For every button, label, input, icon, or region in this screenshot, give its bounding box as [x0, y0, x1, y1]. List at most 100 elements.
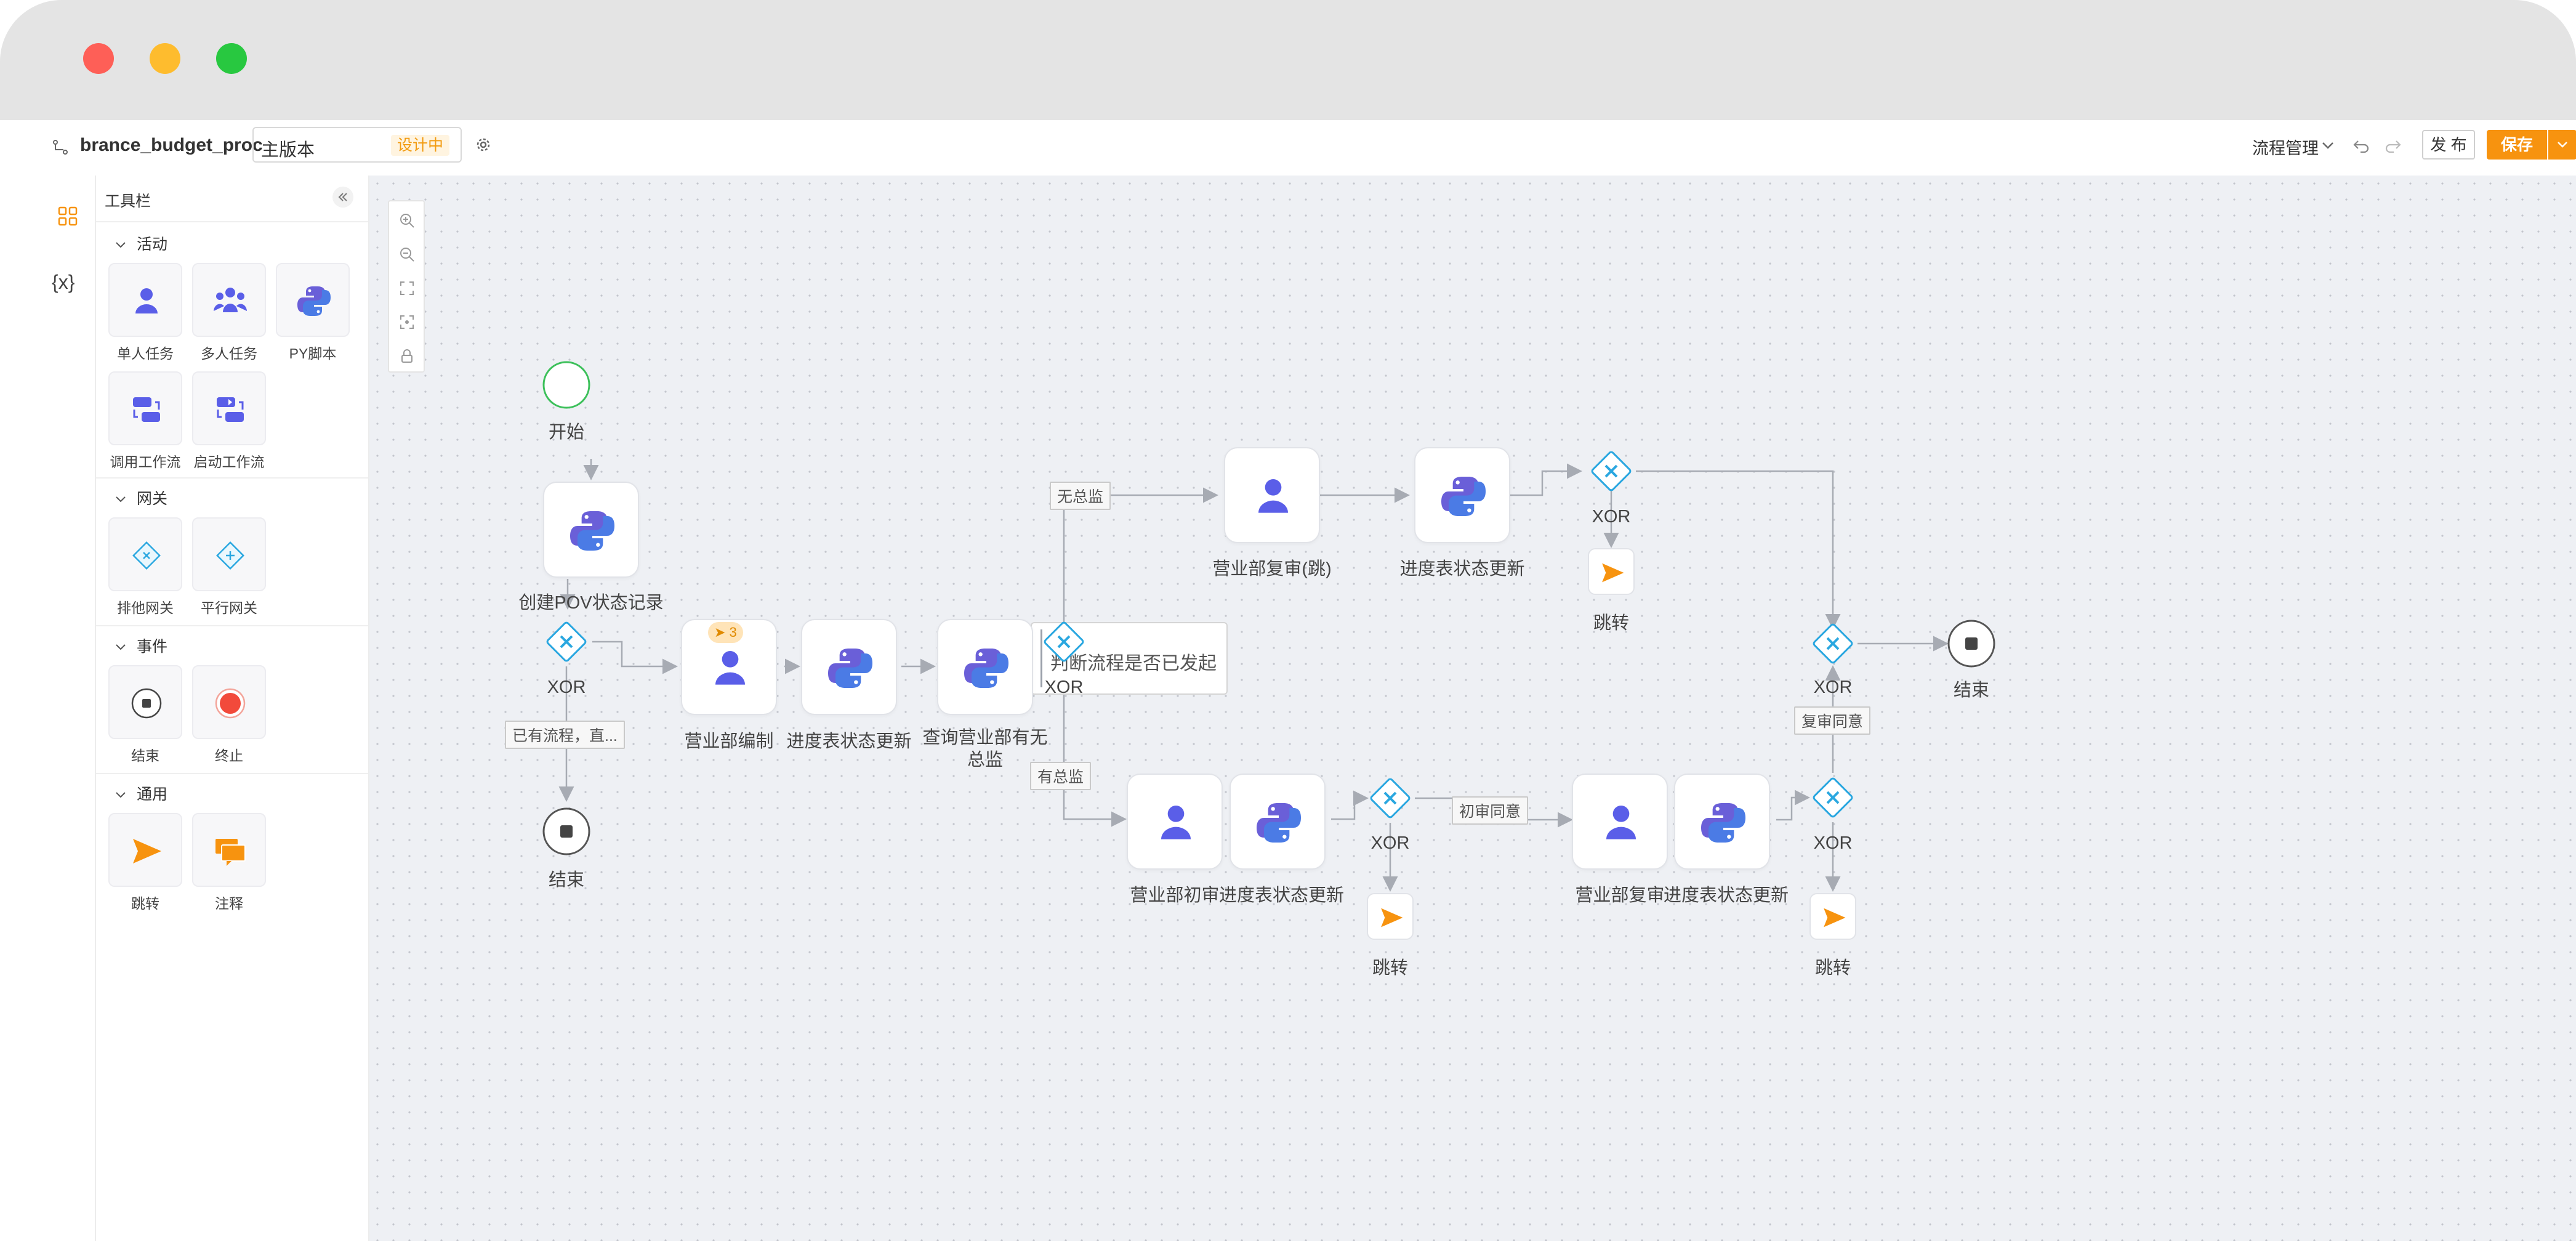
end-label: 结束 [548, 870, 584, 890]
left-rail: {x} [42, 176, 96, 1241]
section-event[interactable]: 事件 [115, 634, 167, 657]
node-progress-update-1[interactable] [801, 619, 897, 715]
chevron-down-icon [116, 792, 126, 798]
edge-label-first-agree[interactable]: 初审同意 [1452, 796, 1529, 825]
grid-icon[interactable] [57, 205, 79, 227]
xor-label: XOR [1044, 677, 1084, 697]
task-count-badge: ➤ 3 [708, 622, 743, 643]
section-activity-label: 活动 [137, 236, 168, 253]
terminate-icon [215, 688, 246, 719]
undo-icon[interactable] [2352, 136, 2370, 155]
tool-end-event[interactable] [108, 665, 182, 739]
section-common[interactable]: 通用 [115, 782, 167, 804]
toolbox-title: 工具栏 [105, 193, 151, 210]
xor-gateway-icon[interactable] [542, 617, 591, 666]
tool-jump-label: 跳转 [131, 895, 159, 912]
flow-canvas[interactable]: 开始 创建POV状态记录 判断流程是否已发起 XOR 已有流程，直... 结束 … [369, 176, 2576, 1241]
version-status-badge: 设计中 [390, 135, 449, 156]
end-label: 结束 [1953, 681, 1989, 700]
minimize-window-button[interactable] [150, 43, 180, 74]
close-window-button[interactable] [83, 43, 114, 74]
start-flow-icon [217, 397, 244, 422]
python-icon [297, 286, 331, 316]
redo-icon[interactable] [2384, 136, 2402, 155]
jump-node[interactable] [1588, 548, 1635, 595]
tool-call-flow[interactable] [108, 371, 182, 445]
jump-label: 跳转 [1593, 613, 1629, 633]
fit-view-icon[interactable] [398, 279, 416, 297]
end-event-icon[interactable] [1947, 619, 1996, 668]
user-icon [1606, 806, 1636, 839]
save-button[interactable]: 保存 [2487, 130, 2547, 160]
node-dept-compile-label: 营业部编制 [684, 732, 774, 751]
version-select[interactable]: 主版本 设计中 [252, 127, 462, 163]
tool-single-task[interactable] [108, 263, 182, 337]
tool-exclusive-gateway[interactable] [108, 517, 182, 591]
node-dept-first-review-label: 营业部初审 [1130, 886, 1220, 905]
parallel-gateway-icon [216, 541, 244, 570]
save-dropdown-button[interactable] [2548, 130, 2576, 160]
jump-icon [1824, 908, 1846, 928]
edge-label-re-agree[interactable]: 复审同意 [1794, 706, 1871, 735]
python-icon [1701, 803, 1745, 843]
process-management-menu[interactable]: 流程管理 [2252, 139, 2319, 158]
edge-label-existing[interactable]: 已有流程，直... [505, 721, 625, 749]
section-gateway[interactable]: 网关 [115, 487, 167, 509]
jump-node[interactable] [1809, 893, 1856, 940]
start-event-icon[interactable] [542, 360, 591, 410]
node-progress-update-4[interactable] [1674, 774, 1770, 870]
tool-terminate-event-label: 终止 [215, 748, 243, 764]
jump-node[interactable] [1367, 893, 1414, 940]
tool-jump[interactable] [108, 813, 182, 887]
publish-button[interactable]: 发 布 [2422, 130, 2475, 160]
node-create-record-label: 创建POV状态记录 [518, 593, 664, 613]
xor-gateway-icon[interactable] [1808, 619, 1858, 668]
jump-icon [133, 839, 161, 863]
xor-label: XOR [547, 677, 586, 697]
chevron-down-icon [116, 644, 126, 650]
tool-comment[interactable] [192, 813, 266, 887]
python-icon [1257, 803, 1301, 843]
version-value: 主版本 [261, 140, 315, 160]
node-query-director[interactable] [937, 619, 1033, 715]
chevron-down-icon[interactable] [2320, 137, 2336, 153]
flow-icon [53, 140, 68, 155]
edge-label-no-director[interactable]: 无总监 [1050, 482, 1111, 510]
actual-size-icon[interactable] [398, 313, 416, 331]
xor-gateway-icon[interactable] [1808, 773, 1858, 822]
node-query-director-label: 查询营业部有无总监 [922, 728, 1048, 770]
python-icon [828, 649, 872, 688]
xor-gateway-icon[interactable] [1039, 617, 1089, 666]
tool-start-flow[interactable] [192, 371, 266, 445]
python-icon [964, 649, 1008, 688]
tool-parallel-gateway[interactable] [192, 517, 266, 591]
variable-icon[interactable]: {x} [52, 271, 75, 293]
jump-icon [1381, 908, 1403, 928]
tool-terminate-event[interactable] [192, 665, 266, 739]
node-progress-update-3[interactable] [1230, 774, 1326, 870]
node-dept-re-review[interactable] [1572, 774, 1668, 870]
chevron-down-icon [2558, 142, 2567, 148]
edge-label-has-director[interactable]: 有总监 [1030, 762, 1092, 790]
node-progress-update-2-label: 进度表状态更新 [1399, 559, 1525, 579]
tool-py-script-label: PY脚本 [289, 346, 337, 362]
node-progress-update-1-label: 进度表状态更新 [786, 732, 912, 751]
gear-icon[interactable] [474, 135, 493, 154]
section-activity[interactable]: 活动 [115, 232, 167, 254]
zoom-out-icon[interactable] [398, 245, 416, 264]
tool-py-script[interactable] [276, 263, 350, 337]
xor-gateway-icon[interactable] [1587, 447, 1636, 496]
zoom-in-icon[interactable] [398, 211, 416, 230]
tool-multi-task[interactable] [192, 263, 266, 337]
node-progress-update-2[interactable] [1414, 447, 1510, 543]
end-event-icon[interactable] [542, 807, 591, 856]
collapse-toolbox-button[interactable] [332, 187, 353, 208]
maximize-window-button[interactable] [216, 43, 247, 74]
tool-multi-task-label: 多人任务 [201, 346, 257, 362]
node-create-record[interactable] [543, 482, 639, 578]
section-common-label: 通用 [137, 786, 168, 803]
node-dept-review-jump[interactable] [1224, 447, 1320, 543]
xor-gateway-icon[interactable] [1366, 774, 1415, 823]
lock-icon[interactable] [398, 347, 416, 365]
node-dept-first-review[interactable] [1127, 774, 1223, 870]
